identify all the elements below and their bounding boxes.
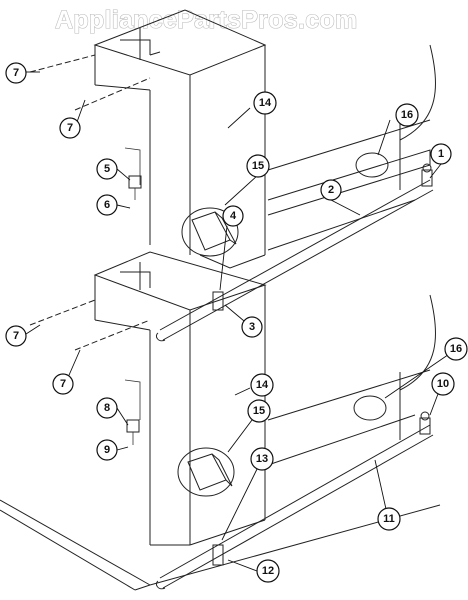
callout-14-upper: 14 <box>253 91 277 115</box>
callout-15-upper: 15 <box>246 154 270 178</box>
callout-label: 12 <box>262 565 274 577</box>
callout-label: 7 <box>67 122 73 134</box>
callout-label: 10 <box>437 378 449 390</box>
watermark: AppliancePartsPros.com <box>55 6 358 34</box>
callout-16-lower: 16 <box>444 337 468 361</box>
valve-upper <box>421 163 433 187</box>
callout-label: 14 <box>259 97 272 109</box>
conduit-lower-left <box>29 299 96 326</box>
callout-label: 15 <box>252 160 264 172</box>
conduit-upper-left <box>29 54 96 73</box>
cabinet-structure <box>0 9 441 591</box>
callout-8: 8 <box>96 397 118 419</box>
callout-label: 7 <box>13 330 19 342</box>
callout-11: 11 <box>377 507 401 531</box>
callout-label: 7 <box>13 67 19 79</box>
window-upper <box>181 207 239 257</box>
callout-label: 14 <box>256 379 269 391</box>
callout-2: 2 <box>320 179 342 201</box>
callout-7-lower-2: 7 <box>52 373 74 395</box>
callout-label: 9 <box>104 444 110 456</box>
sensor-upper <box>128 175 142 200</box>
callout-label: 11 <box>383 513 395 525</box>
callout-5: 5 <box>96 158 118 180</box>
callout-1: 1 <box>430 143 452 165</box>
callout-label: 4 <box>230 210 237 222</box>
vent-lower <box>353 395 387 421</box>
callout-label: 16 <box>401 109 413 121</box>
callout-7-upper-2: 7 <box>59 117 81 139</box>
callout-label: 13 <box>256 453 268 465</box>
callout-15-lower: 15 <box>247 399 271 423</box>
callout-12: 12 <box>256 559 280 583</box>
callout-label: 8 <box>104 402 110 414</box>
callout-6: 6 <box>96 194 118 216</box>
tube-upper <box>155 179 434 342</box>
clamp-upper <box>212 291 224 311</box>
valve-lower <box>419 411 431 435</box>
clamp-lower <box>212 544 224 566</box>
window-lower <box>177 447 235 497</box>
callout-3: 3 <box>241 316 263 338</box>
callout-4: 4 <box>222 205 244 227</box>
callout-7-lower-1: 7 <box>5 325 27 347</box>
tube-lower <box>155 424 434 590</box>
callout-label: 2 <box>328 184 334 196</box>
callout-7-upper-1: 7 <box>5 62 27 84</box>
leader-lines <box>25 71 459 572</box>
callout-label: 1 <box>438 148 444 160</box>
callout-label: 3 <box>249 321 255 333</box>
callout-label: 16 <box>450 343 462 355</box>
callout-16-upper: 16 <box>395 103 419 127</box>
conduit-lower-left-2 <box>74 319 151 351</box>
conduit-upper-left-2 <box>74 77 151 111</box>
vent-upper <box>355 152 389 178</box>
callout-label: 5 <box>104 163 110 175</box>
callout-9: 9 <box>96 439 118 461</box>
sensor-lower <box>126 419 140 445</box>
callout-label: 6 <box>104 199 110 211</box>
callout-label: 7 <box>60 378 66 390</box>
callout-10: 10 <box>431 372 455 396</box>
callout-13: 13 <box>250 447 274 471</box>
callout-14-lower: 14 <box>250 373 274 397</box>
callout-label: 15 <box>253 405 265 417</box>
